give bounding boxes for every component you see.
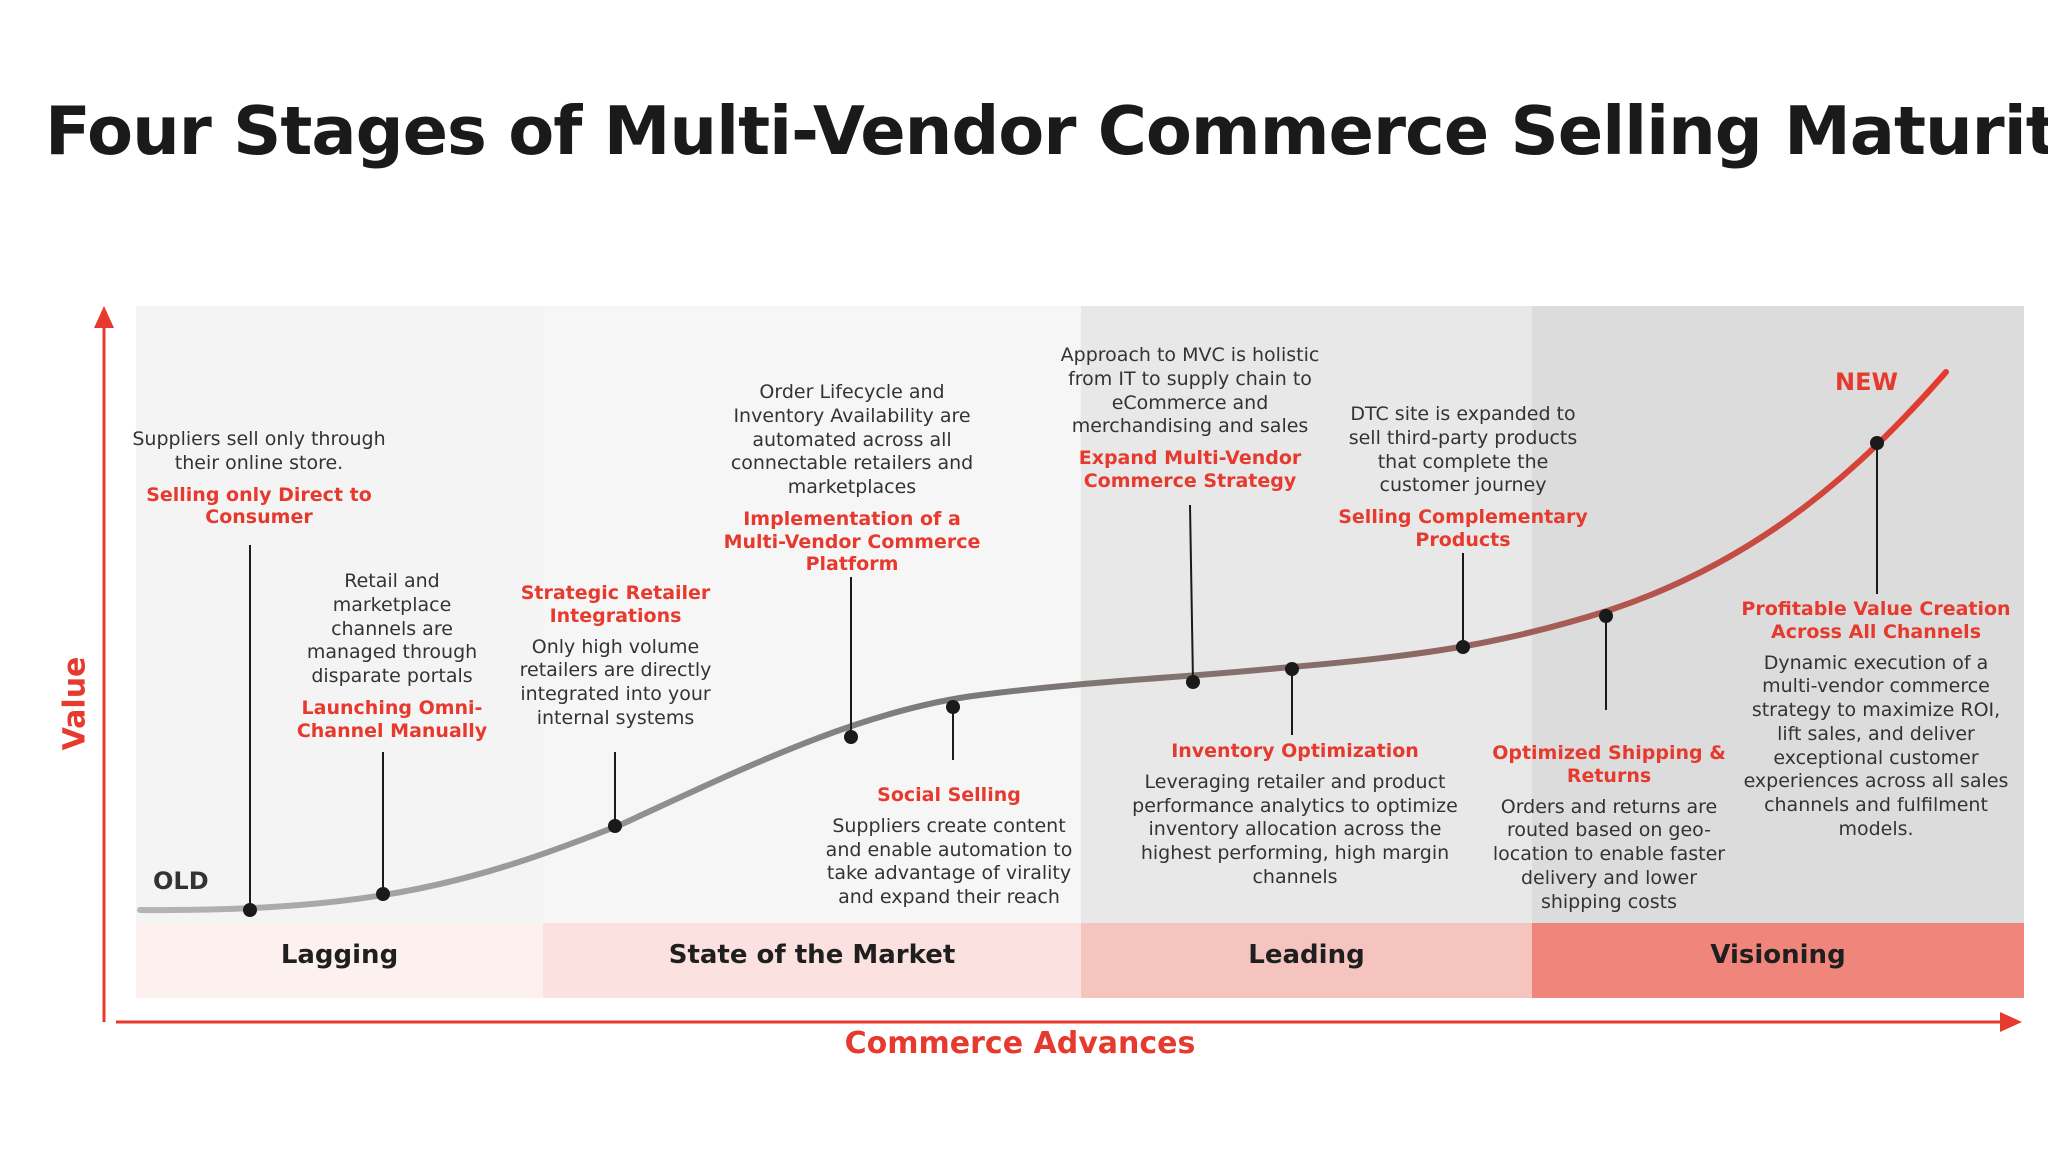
milestone-marker [1285,662,1299,676]
milestone-note: Retail and marketplace channels are mana… [293,570,491,742]
milestone-note: Suppliers sell only through their online… [128,428,390,529]
milestone-note: Profitable Value Creation Across All Cha… [1738,598,2014,842]
stage-footer-lagging [136,923,543,998]
milestone-title: Optimized Shipping & Returns [1492,742,1726,787]
milestone-note: DTC site is expanded to sell third-party… [1338,403,1588,552]
milestone-marker [376,887,390,901]
milestone-marker [1456,640,1470,654]
milestone-title: Inventory Optimization [1171,740,1419,762]
stage-band-leading [1081,306,1532,923]
milestone-marker [1599,609,1613,623]
milestone-title: Social Selling [877,784,1021,806]
x-axis-arrowhead [2000,1012,2022,1032]
milestone-description: Suppliers create content and enable auto… [825,814,1073,909]
milestone-title: Strategic Retailer Integrations [520,582,711,627]
milestone-marker [243,903,257,917]
start-label: OLD [153,867,209,895]
stage-label-visioning: Visioning [1710,940,1846,970]
milestone-note: Approach to MVC is holistic from IT to s… [1060,344,1320,493]
x-axis-label: Commerce Advances [844,1026,1196,1061]
milestone-title: Expand Multi-Vendor Commerce Strategy [1078,447,1302,492]
milestone-description: Dynamic execution of a multi-vendor comm… [1743,651,2009,840]
milestone-marker [844,730,858,744]
milestone-note: Order Lifecycle and Inventory Availabili… [723,381,981,576]
stage-footer-leading [1081,923,1532,998]
milestone-title: Implementation of a Multi-Vendor Commerc… [723,507,981,576]
milestone-description: Only high volume retailers are directly … [519,635,712,729]
end-label: NEW [1835,368,1898,396]
milestone-description: DTC site is expanded to sell third-party… [1348,403,1578,497]
stage-band-lagging [136,306,543,923]
milestone-title: Selling only Direct to Consumer [146,483,372,529]
page-title: Four Stages of Multi-Vendor Commerce Sel… [45,92,2048,170]
milestone-note: Optimized Shipping & Returns Orders and … [1478,742,1740,914]
milestone-marker [608,819,622,833]
milestone-description: Retail and marketplace channels are mana… [306,570,478,687]
y-axis-arrowhead [94,306,114,328]
stage-label-state-of-market: State of the Market [668,940,956,970]
milestone-note: Social Selling Suppliers create content … [823,784,1075,910]
maturity-curve [137,369,1949,914]
milestone-description: Orders and returns are routed based on g… [1492,795,1726,913]
stage-band-visioning [1532,306,2024,923]
milestone-note: Inventory Optimization Leveraging retail… [1130,740,1460,890]
stage-label-lagging: Lagging [280,940,399,970]
stage-label-leading: Leading [1248,940,1365,970]
y-axis-label: Value [57,656,93,751]
stage-footer-visioning [1532,923,2024,998]
milestone-description: Leveraging retailer and product performa… [1132,770,1458,888]
milestone-description: Order Lifecycle and Inventory Availabili… [730,381,974,498]
milestone-marker [1186,675,1200,689]
milestone-note: Strategic Retailer Integrations Only hig… [508,582,723,731]
milestone-marker [1870,436,1884,450]
stage-footer-state-of-market [543,923,1081,998]
milestone-title: Launching Omni-Channel Manually [296,696,488,742]
milestone-marker [946,700,960,714]
milestone-description: Suppliers sell only through their online… [132,428,386,474]
milestone-title: Selling Complementary Products [1338,506,1588,551]
connector-line [1189,504,1194,683]
milestone-title: Profitable Value Creation Across All Cha… [1741,598,2011,643]
milestone-description: Approach to MVC is holistic from IT to s… [1060,344,1320,438]
